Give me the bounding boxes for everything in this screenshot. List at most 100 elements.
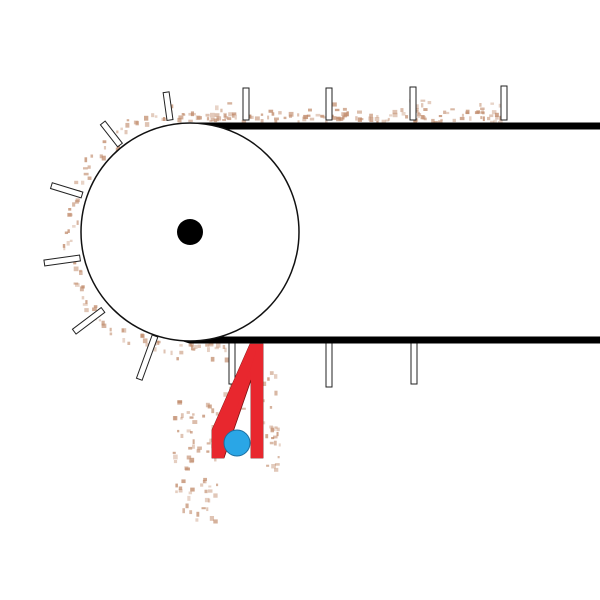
dirt-particle (191, 345, 194, 350)
dirt-particle (181, 113, 185, 116)
dirt-particle (450, 108, 455, 111)
dirt-particle (336, 116, 341, 122)
dirt-particle (309, 117, 315, 121)
dirt-particle (414, 108, 419, 112)
dirt-particle (63, 246, 66, 251)
dirt-particle (189, 416, 194, 419)
dirt-particle (273, 435, 278, 439)
dirt-particle (197, 344, 201, 348)
dirt-particle (206, 507, 209, 512)
dirt-particle (227, 102, 233, 105)
dirt-particle (161, 117, 167, 121)
dirt-particle (101, 320, 105, 326)
dirt-particle (401, 112, 406, 116)
dirt-particle (440, 118, 443, 121)
dirt-particle (207, 117, 210, 121)
dirt-particle (315, 113, 321, 117)
dirt-particle (381, 119, 387, 124)
dirt-particle (213, 118, 218, 123)
dirt-particle (482, 116, 485, 122)
dirt-particle (66, 241, 70, 246)
dirt-particle (190, 111, 195, 117)
dirt-particle (140, 333, 144, 338)
dirt-particle (368, 116, 371, 121)
dirt-particle (241, 119, 247, 125)
dirt-particle (260, 113, 264, 116)
dirt-particle (124, 130, 128, 135)
dirt-particle (170, 104, 174, 109)
dirt-particle (297, 120, 300, 124)
dirt-particle (125, 122, 130, 128)
dirt-particle (170, 350, 173, 356)
dirt-particle (224, 357, 229, 363)
dirt-particle (121, 328, 125, 333)
dirt-particle (196, 511, 200, 517)
dirt-particle (207, 347, 210, 353)
dirt-particle (186, 411, 190, 414)
dirt-particle (142, 338, 148, 344)
belt-paddle (500, 85, 508, 121)
dirt-particle (271, 464, 276, 469)
dirt-particle (192, 413, 195, 416)
dirt-particle (68, 213, 73, 217)
dirt-particle (69, 239, 73, 243)
dirt-particle (122, 338, 126, 343)
dirt-particle (68, 208, 72, 211)
dirt-particle (495, 115, 499, 120)
dirt-particle (102, 140, 107, 144)
dirt-particle (163, 117, 166, 122)
dirt-particle (178, 486, 183, 490)
dirt-particle (274, 390, 278, 396)
hopper-right-wall (250, 344, 263, 458)
dirt-particle (190, 487, 195, 492)
dirt-particle (178, 489, 183, 493)
dirt-particle (274, 117, 279, 121)
dirt-particle (302, 116, 307, 122)
dirt-particle (206, 450, 210, 453)
dirt-particle (202, 480, 206, 483)
dirt-particle (154, 115, 158, 118)
dirt-particle (203, 480, 207, 484)
dirt-particle (200, 483, 204, 487)
belt-paddle (325, 87, 333, 121)
dirt-particle (99, 154, 103, 159)
dirt-particle (178, 115, 184, 120)
dirt-particle (186, 429, 191, 433)
dirt-particle (83, 167, 88, 170)
dirt-particle (157, 340, 160, 345)
dirt-particle (417, 115, 420, 118)
dirt-particle (490, 120, 495, 124)
dirt-particle (195, 115, 201, 120)
dirt-particle (81, 296, 85, 300)
dirt-particle (209, 343, 214, 346)
dirt-particle (420, 99, 426, 102)
dirt-particle (75, 283, 80, 287)
dirt-particle (192, 444, 195, 449)
dirt-particle (355, 116, 358, 121)
dirt-particle (400, 108, 404, 113)
dirt-particle (376, 115, 379, 118)
dirt-particle (82, 303, 88, 306)
dirt-particle (74, 180, 79, 185)
dirt-particle (320, 114, 325, 118)
dirt-particle (81, 285, 85, 289)
dirt-particle (163, 349, 166, 354)
dirt-particle (205, 113, 210, 117)
dirt-particle (73, 260, 77, 265)
dirt-particle (438, 115, 443, 118)
dirt-particle (75, 198, 80, 203)
dirt-particle (81, 180, 85, 185)
dirt-particle (192, 420, 198, 424)
dirt-particle (85, 300, 88, 304)
dirt-particle (459, 116, 465, 121)
dirt-particle (438, 120, 443, 124)
dirt-particle (204, 489, 208, 494)
dirt-particle (101, 323, 107, 329)
dirt-particle (73, 266, 79, 272)
dirt-particle (204, 497, 210, 503)
dirt-particle (197, 446, 202, 450)
dirt-particle (332, 116, 337, 120)
red-hopper (211, 343, 264, 459)
dirt-particle (331, 102, 337, 107)
